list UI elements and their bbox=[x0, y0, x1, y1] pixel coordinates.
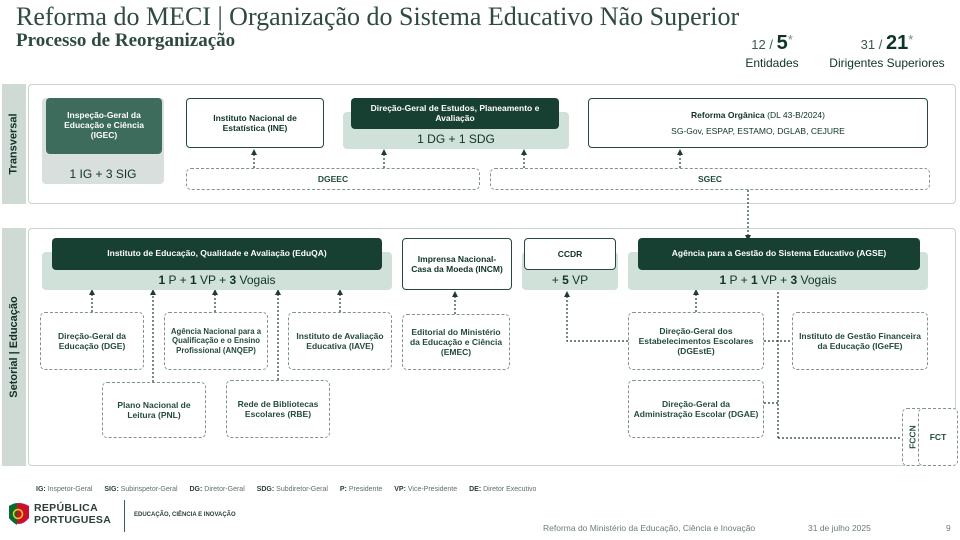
node-rbe: Rede de Bibliotecas Escolares (RBE) bbox=[226, 380, 330, 438]
node-pnl: Plano Nacional de Leitura (PNL) bbox=[102, 382, 206, 438]
republica-logo-icon bbox=[9, 503, 29, 525]
node-incm: Imprensa Nacional-Casa da Moeda (INCM) bbox=[402, 238, 512, 290]
eduqa-label: Instituto de Educação, Qualidade e Avali… bbox=[107, 248, 327, 259]
node-eduqa: Instituto de Educação, Qualidade e Avali… bbox=[52, 238, 382, 270]
page-title: Reforma do MECI | Organização do Sistema… bbox=[16, 2, 740, 31]
stat-label: Entidades bbox=[745, 56, 799, 70]
node-igec: Inspeção-Geral da Educação e Ciência (IG… bbox=[46, 98, 162, 154]
dgepa-label: Direção-Geral de Estudos, Planeamento e … bbox=[370, 102, 540, 123]
igefe-label: Instituto de Gestão Financeira da Educaç… bbox=[799, 330, 921, 351]
footer-document: Reforma do Ministério da Educação, Ciênc… bbox=[543, 523, 756, 533]
incm-label: Imprensa Nacional-Casa da Moeda (INCM) bbox=[411, 253, 503, 274]
pnl-label: Plano Nacional de Leitura (PNL) bbox=[117, 399, 191, 420]
emec-label: Editorial do Ministério da Educação e Ci… bbox=[409, 326, 503, 358]
node-iave: Instituto de Avaliação Educativa (IAVE) bbox=[288, 312, 392, 370]
reforma-decree: (DL 43-B/2024) bbox=[767, 109, 825, 120]
node-agse: Agência para a Gestão do Sistema Educati… bbox=[638, 238, 920, 270]
stat-dirigentes: 31 / 21* Dirigentes Superiores bbox=[826, 32, 948, 70]
section-tab-setorial: Setorial | Educação bbox=[2, 228, 26, 466]
stat-star: * bbox=[787, 32, 793, 47]
stat-before-value: 31 bbox=[860, 37, 876, 52]
stat-after-value: 5 bbox=[776, 32, 788, 54]
anqep-label: Agência Nacional para a Qualificação e o… bbox=[170, 326, 262, 355]
node-ine: Instituto Nacional de Estatística (INE) bbox=[186, 98, 324, 148]
footer-divider bbox=[124, 500, 125, 532]
igec-positions: 1 IG + 3 SIG bbox=[69, 167, 137, 181]
ministry-name: EDUCAÇÃO, CIÊNCIA E INOVAÇÃO bbox=[134, 512, 236, 518]
section-label: Setorial | Educação bbox=[8, 296, 21, 398]
stat-entidades: 12 / 5* Entidades bbox=[736, 32, 808, 70]
sgec-label: SGEC bbox=[697, 173, 723, 184]
eduqa-positions: 1 P + 1 VP + 3 Vogais bbox=[158, 273, 276, 287]
node-dgae: Direção-Geral da Administração Escolar (… bbox=[628, 380, 764, 438]
node-igefe: Instituto de Gestão Financeira da Educaç… bbox=[792, 312, 928, 370]
igec-label: Inspeção-Geral da Educação e Ciência (IG… bbox=[64, 110, 144, 140]
stat-slash: / bbox=[769, 37, 773, 52]
reforma-title: Reforma Orgânica bbox=[691, 109, 765, 120]
dgeec-label: DGEEC bbox=[317, 173, 349, 184]
dgae-label: Direção-Geral da Administração Escolar (… bbox=[633, 398, 759, 419]
fct-label: FCT bbox=[929, 431, 947, 442]
node-dge: Direção-Geral da Educação (DGE) bbox=[40, 312, 144, 370]
node-anqep: Agência Nacional para a Qualificação e o… bbox=[164, 312, 268, 370]
node-dgeec: DGEEC bbox=[186, 168, 480, 190]
stat-star: * bbox=[908, 32, 914, 47]
node-dgepa: Direção-Geral de Estudos, Planeamento e … bbox=[351, 98, 559, 129]
dgepa-positions: 1 DG + 1 SDG bbox=[417, 132, 495, 146]
logo-text: REPÚBLICA PORTUGUESA bbox=[34, 502, 112, 526]
rbe-label: Rede de Bibliotecas Escolares (RBE) bbox=[237, 398, 319, 419]
ccdr-label: CCDR bbox=[557, 248, 583, 259]
section-tab-transversal: Transversal bbox=[2, 84, 26, 204]
stat-before-value: 12 bbox=[751, 37, 766, 52]
node-reforma-organica: Reforma Orgânica (DL 43-B/2024) SG-Gov, … bbox=[588, 98, 928, 148]
stat-slash: / bbox=[878, 37, 883, 52]
reforma-entities: SG-Gov, ESPAP, ESTAMO, DGLAB, CEJURE bbox=[671, 126, 845, 136]
footer-date: 31 de julho 2025 bbox=[808, 523, 871, 533]
node-fct: FCT bbox=[918, 408, 958, 466]
dgeste-label: Direção-Geral dos Estabelecimentos Escol… bbox=[638, 325, 754, 357]
iave-label: Instituto de Avaliação Educativa (IAVE) bbox=[296, 330, 384, 351]
page-number: 9 bbox=[946, 523, 951, 533]
stat-label: Dirigentes Superiores bbox=[829, 56, 945, 70]
ccdr-positions: + 5 VP bbox=[551, 273, 589, 287]
ine-label: Instituto Nacional de Estatística (INE) bbox=[213, 112, 297, 133]
agse-positions: 1 P + 1 VP + 3 Vogais bbox=[719, 273, 837, 287]
page-subtitle: Processo de Reorganização bbox=[16, 30, 236, 51]
node-sgec: SGEC bbox=[490, 168, 930, 190]
dge-label: Direção-Geral da Educação (DGE) bbox=[57, 330, 127, 351]
abbreviation-legend: IG: Inspetor-Geral SIG: Subinspetor-Gera… bbox=[36, 486, 537, 493]
section-label: Transversal bbox=[8, 113, 20, 175]
stat-after-value: 21 bbox=[886, 32, 909, 54]
node-dgeste: Direção-Geral dos Estabelecimentos Escol… bbox=[628, 312, 764, 370]
agse-label: Agência para a Gestão do Sistema Educati… bbox=[671, 248, 887, 259]
node-emec: Editorial do Ministério da Educação e Ci… bbox=[402, 314, 510, 370]
node-ccdr: CCDR bbox=[524, 238, 616, 270]
fccn-label: FCCN bbox=[907, 425, 918, 449]
